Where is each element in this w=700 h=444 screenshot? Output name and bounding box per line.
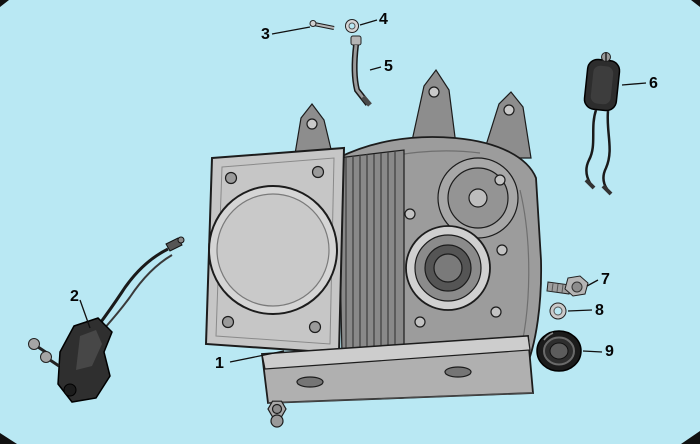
callout-4: 4	[379, 11, 388, 28]
callout-5: 5	[384, 58, 393, 75]
bottom-drain-bolt	[267, 400, 287, 428]
callout-7: 7	[601, 271, 610, 288]
cylinder-face	[204, 146, 346, 355]
callout-9: 9	[605, 343, 614, 360]
callout-2: 2	[70, 288, 79, 305]
cooling-fins	[337, 149, 405, 357]
part-ignition-coil	[28, 236, 185, 403]
callout-3: 3	[261, 26, 270, 43]
leader-lines	[79, 19, 647, 363]
callout-1: 1	[215, 355, 224, 372]
part-washer	[345, 19, 359, 33]
base-flange	[260, 335, 534, 404]
part-sealing-washer	[549, 302, 567, 320]
callout-8: 8	[595, 302, 604, 319]
engine-block	[204, 68, 543, 428]
part-drain-bolt	[546, 275, 589, 297]
part-pin	[309, 20, 335, 30]
coil-mount-bolts	[28, 338, 60, 368]
part-oil-seal	[536, 330, 582, 372]
part-dipstick	[350, 35, 372, 107]
part-ignition-module	[583, 52, 621, 196]
callout-6: 6	[649, 75, 658, 92]
